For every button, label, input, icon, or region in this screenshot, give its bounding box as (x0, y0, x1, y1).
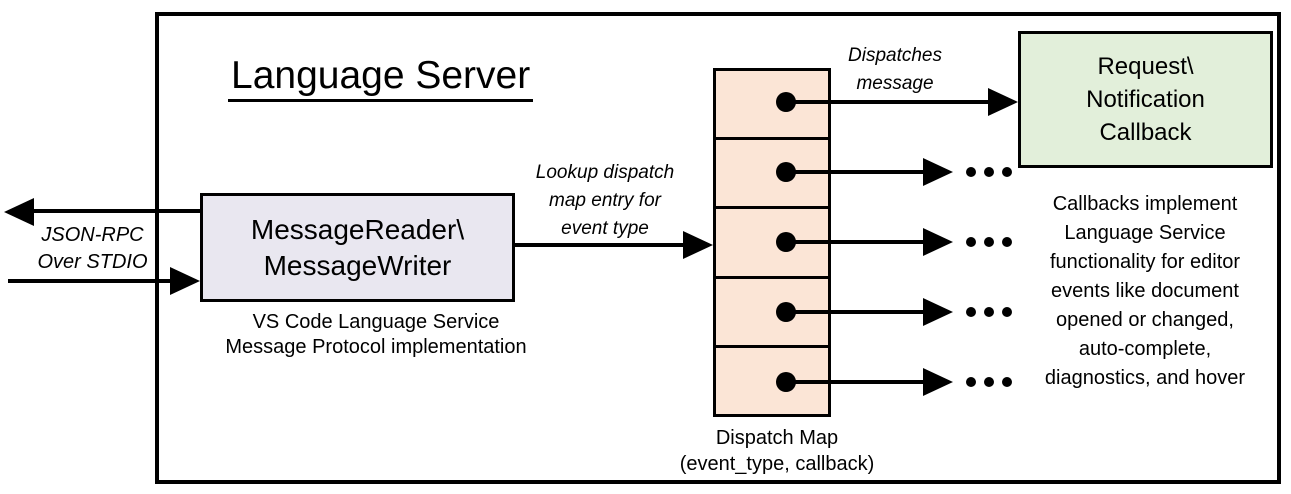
stdio-outbound-arrowhead-icon (4, 198, 34, 226)
callbacks-note-line1: Callbacks implement (1052, 193, 1238, 215)
dispatch-map-caption: Dispatch Map (event_type, callback) (652, 425, 902, 477)
dispatch-arrow-line (786, 170, 923, 174)
ellipsis-icon (966, 307, 1012, 317)
stdio-inbound-arrowhead-icon (170, 267, 200, 295)
callbacks-note-line7: diagnostics, and hover (1044, 367, 1246, 389)
callbacks-note-line2: Language Service (1064, 222, 1226, 244)
ellipsis-icon (966, 167, 1012, 177)
callbacks-note-line5: opened or changed, (1056, 309, 1234, 331)
diagram-title: Language Server (228, 54, 534, 102)
dispatch-map-caption-line1: Dispatch Map (715, 427, 839, 449)
lookup-arrow-line (515, 243, 683, 247)
stdio-label-line2: Over STDIO (37, 251, 148, 273)
dispatch-arrowhead-icon (923, 228, 953, 256)
message-box-caption-line2: Message Protocol implementation (225, 336, 527, 358)
message-box-caption-line1: VS Code Language Service (252, 311, 500, 333)
callback-box-line3: Callback (1099, 119, 1192, 146)
dispatch-map-cell (716, 209, 828, 279)
lookup-label-line2: map entry for (549, 190, 661, 211)
stdio-label-line1: JSON-RPC (41, 224, 144, 246)
dispatch-map-cell (716, 140, 828, 210)
dispatch-arrow-line (786, 100, 990, 104)
dispatch-arrow-line (786, 310, 923, 314)
dispatches-message-label: Dispatches message (815, 42, 975, 98)
lookup-label-line1: Lookup dispatch (535, 162, 675, 183)
ellipsis-icon (966, 237, 1012, 247)
request-notification-callback-box: Request\ Notification Callback (1018, 31, 1273, 168)
message-box-line1: MessageReader\ (250, 213, 465, 245)
stdio-outbound-line (30, 209, 200, 213)
dispatch-arrowhead-icon (988, 88, 1018, 116)
message-reader-writer-box: MessageReader\ MessageWriter (200, 193, 515, 302)
lookup-label-line3: event type (561, 218, 649, 239)
callback-box-line1: Request\ (1097, 53, 1194, 80)
message-box-line2: MessageWriter (263, 249, 452, 281)
message-box-caption: VS Code Language Service Message Protoco… (186, 310, 566, 360)
lookup-arrow-label: Lookup dispatch map entry for event type (515, 159, 695, 243)
dispatch-map-caption-line2: (event_type, callback) (679, 453, 875, 475)
callbacks-note-line6: auto-complete, (1078, 338, 1212, 360)
stdio-label: JSON-RPC Over STDIO (15, 222, 170, 276)
callbacks-note-line4: events like document (1051, 280, 1239, 302)
callback-box-line2: Notification (1086, 86, 1205, 113)
stdio-inbound-line (8, 279, 172, 283)
callbacks-note-line3: functionality for editor (1049, 251, 1241, 273)
callbacks-note: Callbacks implement Language Service fun… (1015, 190, 1275, 393)
ellipsis-icon (966, 377, 1012, 387)
dispatch-arrowhead-icon (923, 368, 953, 396)
lookup-arrowhead-icon (683, 231, 713, 259)
dispatch-arrow-line (786, 240, 923, 244)
dispatch-arrow-line (786, 380, 923, 384)
dispatch-arrowhead-icon (923, 158, 953, 186)
dispatch-arrowhead-icon (923, 298, 953, 326)
dispatches-label-line1: Dispatches (848, 45, 942, 66)
dispatch-map-cell (716, 71, 828, 141)
dispatches-label-line2: message (856, 73, 934, 94)
